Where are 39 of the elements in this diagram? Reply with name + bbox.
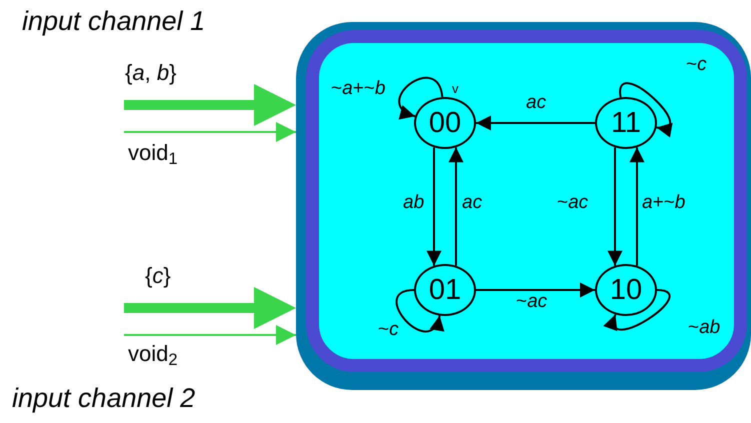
edge-label: ~c (686, 55, 707, 74)
edge-label: ab (403, 193, 424, 212)
state-ellipse (414, 264, 476, 316)
state-label: 01 (428, 276, 462, 304)
input-arrow (124, 287, 296, 329)
edge-label: ~ab (688, 318, 720, 337)
edge-label: void$_{1}$ (128, 142, 178, 164)
arrow (619, 82, 672, 136)
state-label: 11 (610, 108, 642, 138)
state-ellipse (414, 97, 476, 149)
arrow (608, 147, 622, 266)
edge-label: ac (526, 93, 546, 112)
edge-label: ac (462, 193, 482, 212)
arrow (396, 289, 442, 332)
edge-label: ~ac (557, 193, 588, 212)
arrow (448, 147, 464, 266)
arrow (124, 122, 296, 142)
arrow (476, 116, 595, 130)
edge-label: {a, b} (125, 62, 176, 84)
arrow (398, 77, 444, 118)
state-ellipse (595, 97, 657, 149)
edge-label: ~ac (516, 292, 548, 311)
start-mark: v (452, 82, 458, 95)
edge-label: a+~b (642, 193, 686, 212)
channel-label: input channel 1 (22, 8, 206, 35)
arrow (124, 325, 296, 345)
input-arrow (124, 84, 296, 126)
state-label: 10 (610, 276, 642, 304)
edge-label: {c} (145, 265, 171, 287)
arrow (630, 147, 644, 266)
arrow (605, 289, 670, 331)
edge-label: ~c (378, 320, 399, 339)
channel-label: input channel 2 (12, 385, 196, 412)
arrow (426, 147, 442, 266)
edge-label: void$_{2}$ (128, 343, 178, 365)
state-ellipse (595, 264, 657, 316)
arrow (476, 282, 595, 298)
state-label: 00 (428, 108, 462, 138)
edge-label: ~a+~b (331, 79, 386, 98)
